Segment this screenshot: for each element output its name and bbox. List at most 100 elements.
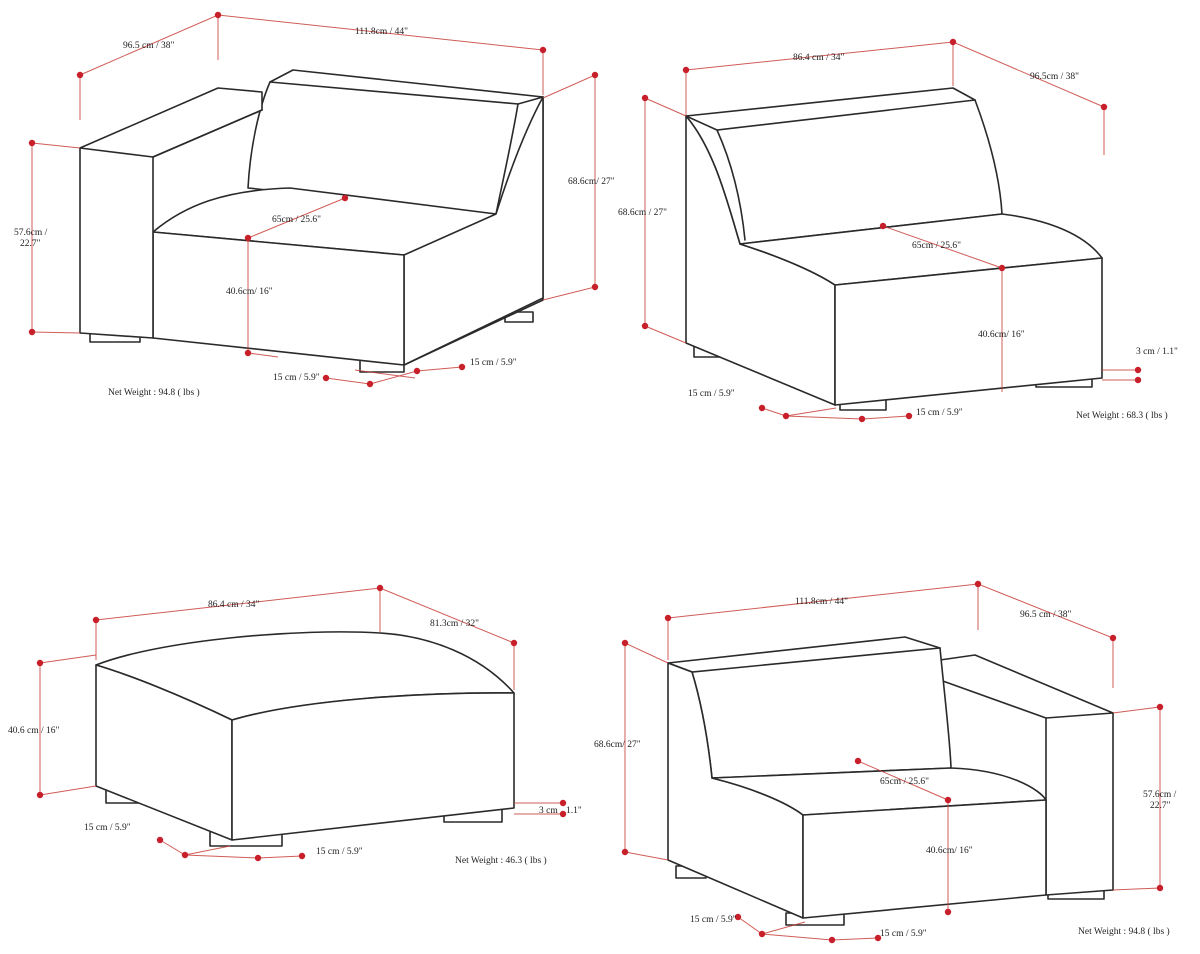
label-leg-height: 3 cm / 1.1" bbox=[1136, 347, 1178, 357]
dimension-dot bbox=[621, 639, 629, 647]
dimension-dot bbox=[76, 71, 84, 79]
dimension-dot bbox=[1100, 103, 1108, 111]
dimension-dot bbox=[510, 639, 518, 647]
dimension-dot bbox=[559, 810, 567, 818]
dimension-line bbox=[325, 366, 463, 385]
dimension-dot bbox=[591, 71, 599, 79]
dimension-dot bbox=[758, 404, 766, 412]
label-seat-height: 40.6cm/ 16" bbox=[978, 330, 1025, 340]
dimension-line bbox=[685, 42, 1105, 155]
dimension-dot bbox=[998, 264, 1006, 272]
dimension-dot bbox=[641, 94, 649, 102]
dimension-dot bbox=[214, 11, 222, 19]
seat-front bbox=[152, 231, 405, 366]
label-width: 86.4 cm / 34" bbox=[208, 600, 259, 610]
dimension-dot bbox=[36, 791, 44, 799]
label-depth: 81.3cm / 32" bbox=[430, 619, 479, 629]
dimension-dot bbox=[1134, 376, 1142, 384]
dimension-line bbox=[737, 916, 879, 941]
label-height: 68.6cm/ 27" bbox=[568, 177, 615, 187]
left-corner-chair-drawing: 96.5 cm / 38" 111.8cm / 44" 68.6cm/ 27" … bbox=[14, 11, 615, 398]
dimension-dot bbox=[413, 367, 421, 375]
label-height: 68.6cm / 27" bbox=[618, 208, 667, 218]
label-leg-b: 15 cm / 5.9" bbox=[916, 408, 963, 418]
label-height: 68.6cm/ 27" bbox=[594, 740, 641, 750]
dimension-dot bbox=[734, 913, 742, 921]
dimension-line bbox=[882, 225, 1003, 269]
dimension-dot bbox=[664, 614, 672, 622]
dimension-dot bbox=[858, 415, 866, 423]
armless-chair-drawing: 86.4 cm / 34" 96.5cm / 38" 68.6cm / 27" … bbox=[618, 38, 1178, 423]
dimension-dot bbox=[341, 194, 349, 202]
dimension-dot bbox=[1156, 884, 1164, 892]
label-width: 86.4 cm / 34" bbox=[793, 53, 844, 63]
label-width: 111.8cm / 44" bbox=[795, 597, 848, 607]
label-leg-b: 15 cm / 5.9" bbox=[470, 358, 517, 368]
chair-arm-edge bbox=[152, 109, 263, 158]
dimension-dot bbox=[854, 757, 862, 765]
dimension-dot bbox=[28, 328, 36, 336]
label-leg-b: 15 cm / 5.9" bbox=[316, 847, 363, 857]
dimension-dots bbox=[36, 584, 567, 862]
dimension-dot bbox=[36, 659, 44, 667]
ottoman-drawing: 86.4 cm / 34" 81.3cm / 32" 40.6 cm / 16"… bbox=[8, 584, 582, 866]
dimension-dot bbox=[254, 854, 262, 862]
label-seat-height: 40.6cm/ 16" bbox=[226, 287, 273, 297]
label-depth: 96.5 cm / 38" bbox=[123, 41, 174, 51]
dimension-line bbox=[354, 369, 416, 379]
right-corner-chair-drawing: 111.8cm / 44" 96.5 cm / 38" 68.6cm/ 27" … bbox=[594, 580, 1177, 944]
dimension-dots bbox=[621, 580, 1164, 944]
dimension-dot bbox=[28, 139, 36, 147]
net-weight: Net Weight : 68.3 ( lbs ) bbox=[1076, 410, 1168, 421]
dimension-dot bbox=[376, 584, 384, 592]
dimension-dot bbox=[828, 936, 836, 944]
seat-front bbox=[802, 799, 1047, 919]
dimension-line bbox=[514, 802, 563, 815]
dimension-dot bbox=[156, 836, 164, 844]
label-depth: 96.5 cm / 38" bbox=[1020, 610, 1071, 620]
label-seat-depth: 65cm / 25.6" bbox=[880, 777, 929, 787]
dimension-dots bbox=[641, 38, 1142, 423]
label-arm-height: 57.6cm / bbox=[14, 228, 48, 238]
dimension-line bbox=[644, 97, 687, 344]
dimension-line bbox=[667, 584, 1114, 688]
chair-arm-edge bbox=[1045, 712, 1114, 719]
chair-arm bbox=[939, 654, 1114, 896]
dimension-line bbox=[247, 197, 346, 239]
dimension-dot bbox=[974, 580, 982, 588]
dimension-dot bbox=[758, 930, 766, 938]
ottoman-front bbox=[231, 692, 515, 841]
dimension-dot bbox=[682, 66, 690, 74]
dimension-dot bbox=[539, 46, 547, 54]
back-cushion-edge bbox=[269, 81, 519, 105]
label-depth: 96.5cm / 38" bbox=[1030, 72, 1079, 82]
dimension-line bbox=[39, 654, 97, 796]
dimension-dot bbox=[92, 616, 100, 624]
label-arm-height: 57.6cm / bbox=[1143, 790, 1177, 800]
label-seat-height: 40.6cm/ 16" bbox=[926, 846, 973, 856]
dimension-dot bbox=[298, 852, 306, 860]
dimension-dot bbox=[591, 283, 599, 291]
dimension-dot bbox=[1134, 366, 1142, 374]
dimension-line bbox=[1102, 369, 1138, 381]
label-width: 111.8cm / 44" bbox=[355, 27, 408, 37]
label-height: 40.6 cm / 16" bbox=[8, 726, 59, 736]
dimension-dot bbox=[1156, 703, 1164, 711]
label-arm-height-inch: 22.7" bbox=[1150, 801, 1171, 811]
dimension-dot bbox=[874, 934, 882, 942]
dimension-dot bbox=[458, 363, 466, 371]
label-leg-a: 15 cm / 5.9" bbox=[690, 915, 737, 925]
label-leg-a: 15 cm / 5.9" bbox=[273, 373, 320, 383]
dimension-line bbox=[31, 142, 81, 334]
dimension-line bbox=[1112, 706, 1161, 891]
dimension-line bbox=[624, 642, 669, 861]
dimension-dot bbox=[621, 848, 629, 856]
dimension-dot bbox=[559, 799, 567, 807]
dimension-line bbox=[159, 839, 303, 859]
net-weight: Net Weight : 94.8 ( lbs ) bbox=[108, 387, 200, 398]
back-cushion-edge bbox=[716, 129, 746, 241]
dimension-dot bbox=[905, 412, 913, 420]
dimension-dot bbox=[879, 222, 887, 230]
dimension-dot bbox=[641, 322, 649, 330]
